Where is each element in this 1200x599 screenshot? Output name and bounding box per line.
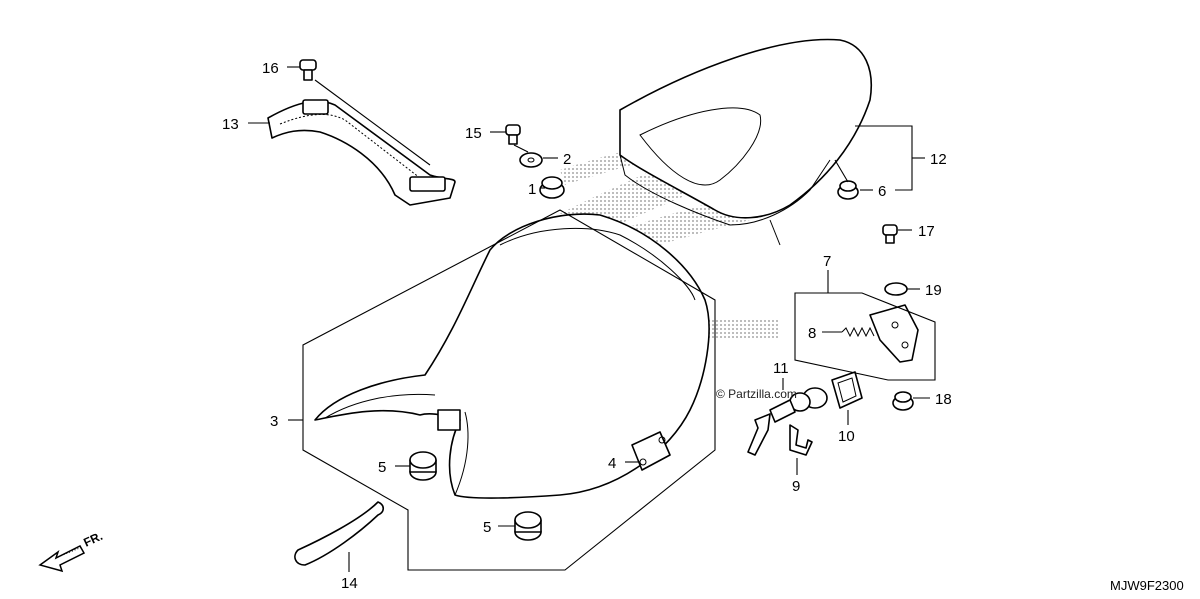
leader-lines bbox=[248, 66, 936, 572]
part-3-main-seat[interactable] bbox=[314, 213, 710, 499]
callout-13[interactable]: 13 bbox=[222, 116, 239, 133]
part-6-grommet[interactable] bbox=[837, 180, 859, 200]
front-direction-arrow: FR. bbox=[38, 529, 105, 573]
part-13-grab-strap[interactable] bbox=[267, 99, 456, 206]
callout-8[interactable]: 8 bbox=[808, 325, 816, 342]
part-2-washer[interactable] bbox=[519, 152, 543, 168]
part-14-seat-band[interactable] bbox=[294, 501, 385, 566]
callout-16[interactable]: 16 bbox=[262, 60, 279, 77]
part-9-lock-clip[interactable] bbox=[789, 424, 813, 456]
part-16-bolt[interactable] bbox=[299, 59, 317, 81]
callout-9[interactable]: 9 bbox=[792, 478, 800, 495]
part-5-rubber-lower[interactable] bbox=[514, 511, 542, 541]
callout-7[interactable]: 7 bbox=[823, 253, 831, 270]
callout-19[interactable]: 19 bbox=[925, 282, 942, 299]
callout-4[interactable]: 4 bbox=[608, 455, 616, 472]
callout-2[interactable]: 2 bbox=[563, 151, 571, 168]
callout-12[interactable]: 12 bbox=[930, 151, 947, 168]
part-18-nut[interactable] bbox=[892, 391, 914, 411]
part-5-rubber-upper[interactable] bbox=[409, 451, 437, 481]
direction-label: FR. bbox=[81, 529, 104, 550]
part-12-pillion-seat[interactable] bbox=[619, 38, 872, 246]
callout-5-lower[interactable]: 5 bbox=[483, 519, 491, 536]
callout-11[interactable]: 11 bbox=[773, 360, 789, 377]
callout-3[interactable]: 3 bbox=[270, 413, 278, 430]
callout-18[interactable]: 18 bbox=[935, 391, 952, 408]
part-10-gasket[interactable] bbox=[831, 371, 863, 409]
arrow-icon bbox=[38, 545, 86, 573]
watermark-text: © Partzilla.com bbox=[716, 387, 797, 401]
callout-14[interactable]: 14 bbox=[341, 575, 358, 592]
callout-6[interactable]: 6 bbox=[878, 183, 886, 200]
part-15-bolt[interactable] bbox=[505, 124, 521, 145]
part-1-grommet[interactable] bbox=[539, 176, 565, 199]
part-11-key-cylinder[interactable] bbox=[747, 387, 828, 456]
callout-labels: 16 13 15 2 1 12 6 3 4 5 5 14 7 8 17 19 1… bbox=[222, 60, 952, 592]
part-19-washer[interactable] bbox=[884, 282, 908, 296]
callout-5-upper[interactable]: 5 bbox=[378, 459, 386, 476]
callout-17[interactable]: 17 bbox=[918, 223, 935, 240]
part-8-spring[interactable] bbox=[841, 326, 875, 338]
callout-10[interactable]: 10 bbox=[838, 428, 855, 445]
part-17-bolt[interactable] bbox=[882, 224, 898, 244]
part-7-seat-latch[interactable] bbox=[869, 304, 919, 363]
diagram-code: MJW9F2300 bbox=[1110, 578, 1184, 593]
callout-1[interactable]: 1 bbox=[528, 181, 536, 198]
callout-15[interactable]: 15 bbox=[465, 125, 482, 142]
washer-hole bbox=[527, 157, 535, 163]
